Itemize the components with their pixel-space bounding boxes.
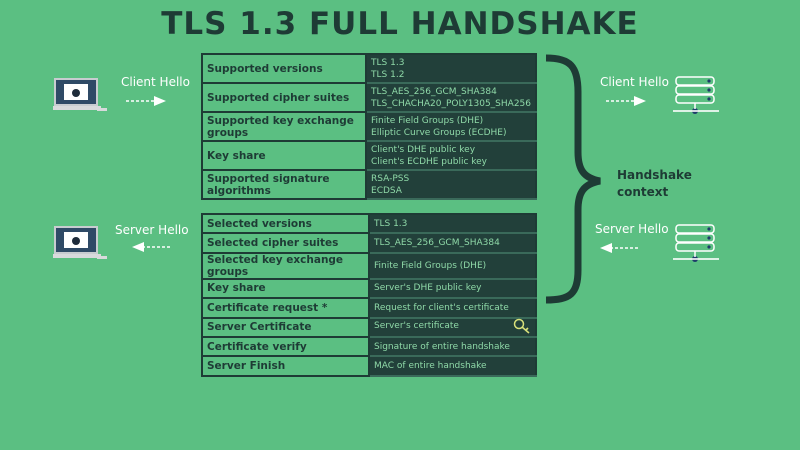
field-value: Signature of entire handshake <box>368 335 537 358</box>
server-icon <box>673 76 719 114</box>
arrow-left-icon <box>600 243 640 253</box>
arrow-right-icon <box>126 96 166 106</box>
field-name: Certificate verify <box>201 335 370 358</box>
field-name: Key share <box>201 277 370 300</box>
page-title: TLS 1.3 FULL HANDSHAKE <box>161 6 639 42</box>
field-name: Server Certificate <box>201 316 370 338</box>
field-value: Server's DHE public key <box>368 277 537 300</box>
client-hello-label-right: Client Hello <box>600 75 669 89</box>
server-hello-label-right: Server Hello <box>595 222 669 236</box>
field-value: TLS 1.3 <box>368 212 537 235</box>
arrow-left-icon <box>132 242 172 252</box>
field-name: Supported signature algorithms <box>200 169 368 200</box>
field-value: Finite Field Groups (DHE) <box>368 251 537 280</box>
field-name: Supported key exchange groups <box>200 111 368 142</box>
field-name: Server Finish <box>201 355 370 377</box>
field-name: Certificate request * <box>201 297 370 319</box>
field-name: Supported versions <box>200 53 368 84</box>
field-name: Selected versions <box>201 212 370 235</box>
field-value: Request for client's certificate <box>368 297 537 319</box>
field-value: MAC of entire handshake <box>368 355 537 377</box>
field-name: Key share <box>200 140 368 171</box>
field-name: Selected cipher suites <box>201 232 370 254</box>
client-laptop-icon-server-hello <box>53 226 107 259</box>
field-value: Finite Field Groups (DHE)Elliptic Curve … <box>365 111 537 142</box>
key-icon <box>513 319 530 334</box>
field-value: TLS_AES_256_GCM_SHA384 <box>368 232 537 254</box>
arrow-right-icon <box>606 96 646 106</box>
field-name: Selected key exchange groups <box>201 251 370 280</box>
server-icon-server-hello <box>673 224 719 262</box>
client-laptop-icon <box>53 78 107 111</box>
field-name: Supported cipher suites <box>200 82 368 113</box>
client-hello-label-left: Client Hello <box>121 75 190 89</box>
server-hello-label-left: Server Hello <box>115 223 189 237</box>
curly-brace <box>545 54 601 304</box>
field-value: Server's certificate <box>368 316 537 338</box>
table-row: Certificate request *Request for client'… <box>201 297 537 319</box>
